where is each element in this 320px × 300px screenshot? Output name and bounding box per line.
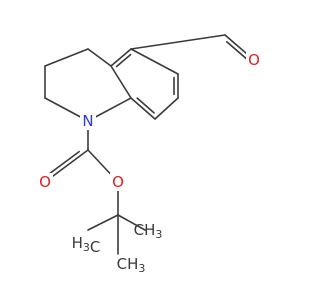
carbonyl-oxygen-label: O	[39, 173, 51, 191]
bond-C5-C6	[110, 65, 132, 99]
bond-C1-C2	[130, 48, 179, 75]
methyl-left-label: H3C	[72, 234, 101, 256]
bond-Cq-Ct	[117, 214, 146, 231]
ester-oxygen-label-bg	[110, 173, 126, 191]
bond-C1-C_ald	[130, 34, 226, 50]
bond-C_ald-O_ald-second	[225, 40, 248, 61]
bond-C4-C5	[130, 97, 156, 120]
carbonyl-oxygen-label-bg	[37, 173, 53, 191]
ring-nitrogen-label: N	[82, 112, 93, 130]
bond-C6-C7	[87, 48, 112, 67]
bond-C7-C8	[44, 48, 89, 67]
ester-oxygen-label: O	[112, 173, 124, 191]
methyl-right-top-label: CH3	[134, 221, 163, 241]
bond-C4-C5-second	[136, 97, 155, 114]
ring-nitrogen-label-bg	[80, 112, 96, 130]
methyl-right-bottom-label: CH3	[117, 255, 146, 275]
aldehyde-oxygen-label-bg	[246, 51, 262, 69]
bond-C3-C4	[154, 97, 179, 120]
bonds	[44, 34, 255, 255]
bond-C6-C1	[110, 48, 132, 67]
bond-C6-C1-second	[115, 53, 132, 68]
aldehyde-oxygen-label: O	[248, 51, 260, 69]
bond-Cc-Oc-second	[48, 150, 80, 175]
bond-Cq-Cl	[87, 214, 119, 231]
